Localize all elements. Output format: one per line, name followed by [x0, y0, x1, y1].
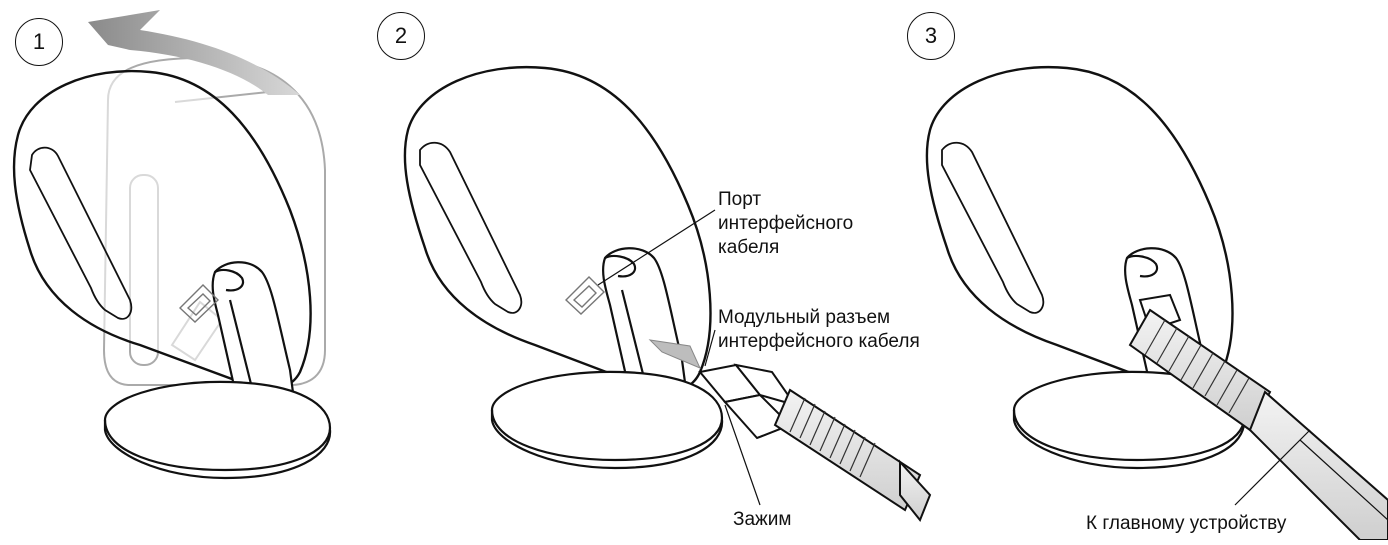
step-number-3: 3: [907, 12, 955, 60]
port-label-line1: Порт: [718, 188, 853, 212]
connector-label: Модульный разъем интерфейсного кабеля: [718, 306, 920, 354]
cable-2: [775, 390, 930, 520]
panel-2-scanner: [405, 67, 930, 520]
host-label: К главному устройству: [1086, 512, 1286, 536]
clip-label: Зажим: [733, 508, 791, 532]
port-label-line2: интерфейсного: [718, 212, 853, 236]
scanner-base: [105, 382, 330, 478]
step-number-2: 2: [377, 12, 425, 60]
connector-label-line1: Модульный разъем: [718, 306, 920, 330]
scanner-base-2: [492, 372, 722, 468]
panel-1-scanner: [14, 10, 330, 478]
port-label-line3: кабеля: [718, 236, 853, 260]
panel-3-scanner: [927, 67, 1388, 540]
step-number-1: 1: [15, 18, 63, 66]
port-label: Порт интерфейсного кабеля: [718, 188, 853, 260]
connector-label-line2: интерфейсного кабеля: [718, 330, 920, 354]
